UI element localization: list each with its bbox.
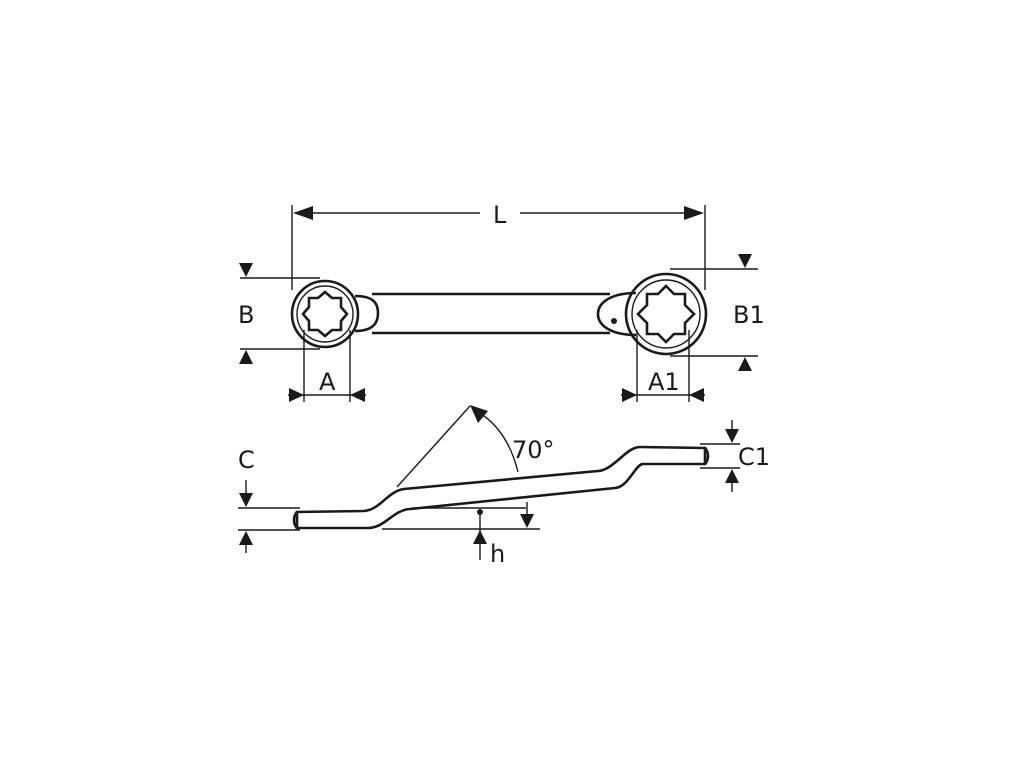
label-C: C bbox=[238, 446, 255, 474]
wrench-handle bbox=[372, 292, 610, 335]
left-ring-head bbox=[354, 294, 380, 333]
dimension-L: L bbox=[291, 201, 706, 290]
left-socket-12pt bbox=[301, 290, 349, 338]
label-B: B bbox=[238, 301, 254, 329]
side-view bbox=[292, 445, 710, 530]
left-ring-outer bbox=[290, 279, 360, 349]
dimension-A: A bbox=[288, 330, 366, 402]
dimension-C1: C1 bbox=[700, 420, 770, 492]
label-B1: B1 bbox=[733, 301, 765, 329]
right-ring-inner bbox=[631, 279, 701, 349]
top-view bbox=[290, 272, 708, 356]
right-ring-head bbox=[596, 291, 637, 337]
dimension-B1: B1 bbox=[670, 254, 765, 371]
dimension-h: h bbox=[382, 502, 540, 568]
left-ring-inner bbox=[296, 285, 354, 343]
right-ring-outer bbox=[624, 272, 708, 356]
wrench-side-profile bbox=[295, 445, 707, 530]
dimension-C: C bbox=[238, 446, 300, 553]
dimension-A1: A1 bbox=[621, 330, 705, 402]
label-L: L bbox=[493, 201, 507, 229]
right-hole-dot bbox=[611, 318, 617, 324]
label-h: h bbox=[490, 540, 505, 568]
dimension-angle: 70° bbox=[396, 405, 555, 488]
label-A: A bbox=[319, 368, 336, 396]
dimension-B: B bbox=[238, 263, 320, 364]
label-C1: C1 bbox=[738, 443, 770, 471]
right-socket-12pt bbox=[636, 284, 696, 344]
label-angle: 70° bbox=[512, 436, 555, 464]
label-A1: A1 bbox=[648, 368, 680, 396]
